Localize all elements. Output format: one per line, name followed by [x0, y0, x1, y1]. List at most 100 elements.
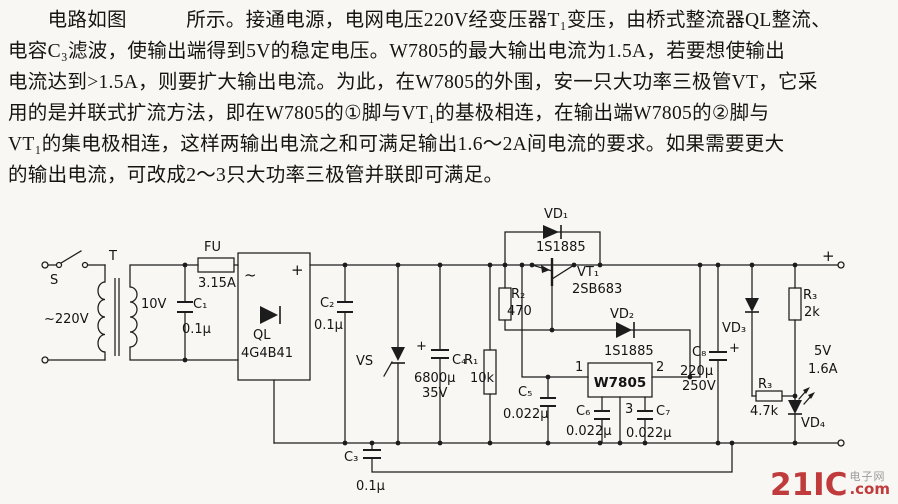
capacitor-c5: C₅ 0.022μ	[503, 376, 556, 444]
vd1-symbol	[543, 225, 559, 239]
r2-value-label: 470	[507, 304, 532, 319]
r3b-value-label: 4.7k	[750, 404, 779, 419]
c6-name-label: C₆	[576, 404, 590, 419]
vd4-symbol	[788, 400, 802, 414]
paragraph-line: 电容C₃滤波，使输出端得到5V的稳定电压。W7805的最大输出电流为1.5A，若…	[8, 41, 785, 62]
intro-paragraph: 电路如图 所示。接通电源，电网电压220V经变压器T₁变压，由桥式整流器QL整流…	[8, 5, 894, 191]
output-plus-label: +	[822, 247, 835, 265]
transformer: T ~220V 10V	[41, 249, 167, 364]
capacitor-c7: C₇ 0.022μ	[626, 396, 672, 444]
watermark-suffix: .com	[849, 480, 890, 499]
r3a-value-label: 2k	[804, 305, 820, 320]
vd4-label: VD₄	[801, 416, 825, 431]
vd2-name-label: VD₂	[610, 307, 634, 322]
c4-plus-label: +	[416, 339, 427, 354]
secondary-voltage-label: 10V	[141, 297, 167, 312]
c1-value-label: 0.1μ	[182, 322, 211, 337]
r2-body	[498, 287, 512, 321]
paragraph-line: 用的是并联式扩流方法，即在W7805的①脚与VT₁的基极相连，在输出端W7805…	[8, 103, 770, 124]
vt1-emitter-arrow-icon	[541, 265, 550, 273]
r2-name-label: R₂	[511, 287, 525, 302]
capacitor-c1: C₁ 0.1μ	[177, 264, 211, 361]
led-vd4: VD₄	[788, 387, 825, 444]
resistor-r1: R₁ 10k	[464, 264, 497, 444]
paragraph-line: 的输出电流，可改成2～3只大功率三极管并联即可满足。	[8, 165, 504, 186]
output-current-label: 1.6A	[808, 362, 838, 377]
transformer-label: T	[108, 249, 117, 264]
diode-vd1: VD₁ 1S1885	[504, 207, 601, 266]
watermark-brand: 21IC	[770, 467, 848, 504]
r3a-name-label: R₃	[803, 288, 817, 303]
c5-value-label: 0.022μ	[503, 407, 549, 422]
bridge-plus-label: +	[291, 261, 304, 279]
r3b-body	[755, 390, 783, 402]
bridge-model-label: 4G4B41	[241, 346, 293, 361]
pin2-label: 2	[656, 360, 664, 375]
c6-value-label: 0.022μ	[566, 424, 612, 439]
resistor-r2: R₂ 470	[498, 264, 553, 331]
junction-dots	[182, 262, 798, 446]
r3a-body	[788, 287, 802, 321]
watermark: 21IC 电子网 .com	[770, 467, 890, 504]
capacitor-c6: C₆ 0.022μ	[566, 396, 612, 444]
vd3-label: VD₃	[722, 321, 746, 336]
vs-symbol	[391, 347, 405, 361]
capacitor-c8: C₈ + 220μ 250V	[680, 264, 740, 444]
diode-vd3: VD₃	[722, 264, 759, 397]
regulator-name-label: W7805	[594, 375, 646, 391]
pin3-label: 3	[625, 402, 633, 417]
thyristor-vs: VS	[356, 264, 405, 444]
vs-label: VS	[356, 354, 373, 369]
paragraph-line: VT₁的集电极相连，这样两输出电流之和可满足输出1.6～2A间电流的要求。如果需…	[8, 134, 785, 155]
paragraph-line: 电路如图 所示。接通电源，电网电压220V经变压器T₁变压，由桥式整流器QL整流…	[8, 10, 832, 31]
vd4-arrow-icon	[808, 392, 815, 399]
capacitor-c3: C₃ 0.1μ	[344, 442, 733, 494]
c8-value-label: 220μ	[680, 364, 713, 379]
bridge-name-label: QL	[253, 328, 271, 343]
fuse-body	[197, 257, 235, 273]
input-voltage-label: ~220V	[44, 312, 89, 327]
fuse: FU 3.15A	[197, 240, 236, 291]
vd1-model-label: 1S1885	[536, 240, 586, 255]
vd2-model-label: 1S1885	[604, 344, 654, 359]
bridge-ac-label: ~	[244, 266, 257, 284]
c1-name-label: C₁	[193, 297, 207, 312]
capacitor-c4: + C₄ 6800μ 35V	[414, 264, 466, 444]
c7-name-label: C₇	[656, 404, 670, 419]
c8-voltage-label: 250V	[682, 379, 716, 394]
c3-name-label: C₃	[344, 450, 358, 465]
r1-body	[483, 349, 497, 395]
c2-value-label: 0.1μ	[314, 318, 343, 333]
c4-voltage-label: 35V	[422, 386, 448, 401]
regulator-w7805: W7805 3 2	[587, 264, 701, 444]
resistor-r3a: R₃ 2k	[788, 264, 820, 397]
r1-name-label: R₁	[464, 353, 478, 368]
output-terminals: + 5V 1.6A	[808, 247, 845, 447]
vd1-name-label: VD₁	[544, 207, 568, 222]
fuse-name-label: FU	[204, 240, 221, 255]
vd4-arrow-icon	[803, 387, 810, 394]
output-voltage-label: 5V	[814, 344, 831, 359]
diode-vd2: VD₂ 1S1885	[551, 307, 691, 378]
c2-name-label: C₂	[320, 296, 334, 311]
c3-value-label: 0.1μ	[356, 479, 385, 494]
vt1-model-label: 2SB683	[572, 282, 622, 297]
vt1-name-label: VT₁	[577, 265, 599, 280]
paragraph-line: 电流达到>1.5A，则要扩大输出电流。为此，在W7805的外围，安一只大功率三极…	[8, 72, 818, 93]
regulator-input-wire: 1	[521, 264, 589, 378]
c7-value-label: 0.022μ	[626, 426, 672, 441]
c8-plus-label: +	[729, 341, 740, 356]
power-switch: S	[41, 250, 106, 288]
bridge-rectifier: ~ + QL 4G4B41	[237, 252, 311, 381]
vd2-symbol	[616, 322, 632, 338]
c8-name-label: C₈	[692, 345, 706, 360]
switch-label: S	[50, 273, 58, 288]
pin1-label: 1	[575, 360, 583, 375]
r1-value-label: 10k	[470, 371, 495, 386]
vd3-symbol	[745, 298, 759, 312]
c5-name-label: C₅	[518, 385, 532, 400]
capacitor-c2: C₂ 0.1μ	[314, 264, 353, 444]
bridge-diode-icon	[260, 306, 278, 324]
bridge-box	[237, 252, 311, 381]
